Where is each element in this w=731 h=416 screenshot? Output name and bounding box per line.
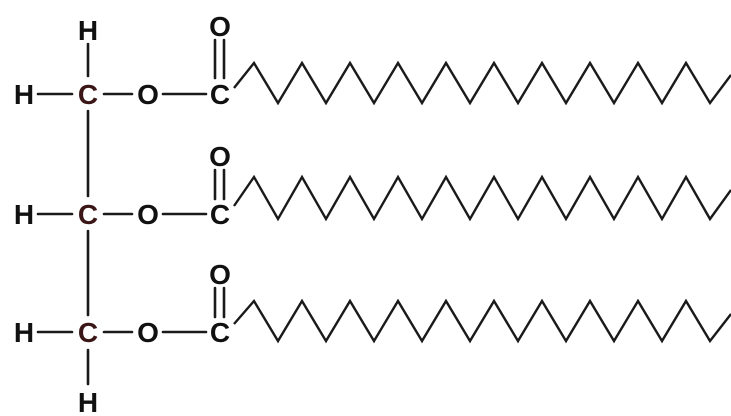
atom-c-glycerol-2: C <box>78 199 98 230</box>
atom-h-left-2: H <box>14 199 34 230</box>
atom-c-carbonyl-2: C <box>210 199 230 230</box>
atom-c-glycerol-3: C <box>78 317 98 348</box>
atom-o-ester-3: O <box>137 317 159 348</box>
atom-c-carbonyl-3: C <box>210 317 230 348</box>
atom-o-carbonyl-2: O <box>209 141 231 172</box>
fatty-acid-chain-1 <box>233 60 731 106</box>
atom-o-ester-2: O <box>137 199 159 230</box>
fatty-acid-chain-2 <box>233 174 731 222</box>
atom-h-bottom: H <box>78 387 98 416</box>
atom-labels: H H H H H C C C O O O C C C O O O <box>14 11 231 416</box>
atom-h-left-1: H <box>14 79 34 110</box>
atom-h-left-3: H <box>14 317 34 348</box>
atom-o-ester-1: O <box>137 79 159 110</box>
fatty-acid-chains <box>233 60 731 344</box>
glycerol-backbone <box>36 42 208 386</box>
atom-c-carbonyl-1: C <box>210 79 230 110</box>
atom-c-glycerol-1: C <box>78 79 98 110</box>
fatty-acid-chain-3 <box>233 298 731 344</box>
carbonyl-double-bonds <box>213 38 226 319</box>
atom-o-carbonyl-3: O <box>209 259 231 290</box>
atom-o-carbonyl-1: O <box>209 11 231 42</box>
atom-h-top: H <box>78 15 98 46</box>
